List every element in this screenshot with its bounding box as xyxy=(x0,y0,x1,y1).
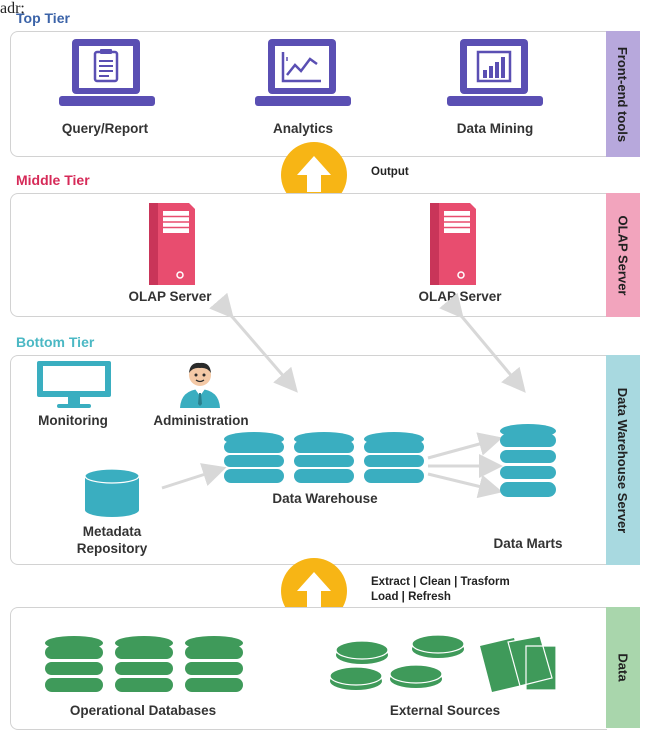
data-marts-icon xyxy=(497,424,559,506)
bottom-tier-title: Bottom Tier xyxy=(16,334,95,350)
data-marts-label: Data Marts xyxy=(493,536,563,551)
etl-label-line2: Load | Refresh xyxy=(371,591,451,603)
etl-label-line1: Extract | Clean | Trasform xyxy=(371,576,510,588)
data-warehouse-icon xyxy=(221,432,431,486)
top-tier-title: Top Tier xyxy=(16,10,70,26)
operational-databases-label: Operational Databases xyxy=(69,703,217,718)
metadata-label-line1: Metadata xyxy=(82,524,142,539)
query-report-label: Query/Report xyxy=(61,121,149,136)
monitor-icon xyxy=(35,361,113,411)
query-report-icon xyxy=(57,37,157,117)
olap-server-band: OLAP Server xyxy=(606,193,640,317)
external-sources-label: External Sources xyxy=(389,703,501,718)
middle-tier-title: Middle Tier xyxy=(16,172,90,188)
metadata-repository-icon xyxy=(82,468,142,518)
data-warehouse-label: Data Warehouse xyxy=(272,491,378,506)
data-side-label: Data xyxy=(615,653,631,682)
data-band: Data xyxy=(606,607,640,728)
data-mining-label: Data Mining xyxy=(456,121,534,136)
administrator-icon xyxy=(177,360,223,408)
analytics-icon xyxy=(253,37,353,117)
data-warehouse-server-band: Data Warehouse Server xyxy=(606,355,640,565)
output-label: Output xyxy=(371,166,409,178)
metadata-label-line2: Repository xyxy=(76,541,148,556)
data-mining-icon xyxy=(445,37,545,117)
front-end-tools-band: Front-end tools xyxy=(606,31,640,157)
header-fragment: adr; xyxy=(0,0,25,17)
administration-label: Administration xyxy=(153,413,249,428)
analytics-label: Analytics xyxy=(272,121,334,136)
olap-server-icon xyxy=(430,203,476,285)
monitoring-label: Monitoring xyxy=(38,413,108,428)
olap-server-icon xyxy=(149,203,195,285)
olap-server-label-1: OLAP Server xyxy=(128,289,212,304)
operational-databases-icon xyxy=(42,636,248,694)
external-sources-icon xyxy=(330,632,560,696)
